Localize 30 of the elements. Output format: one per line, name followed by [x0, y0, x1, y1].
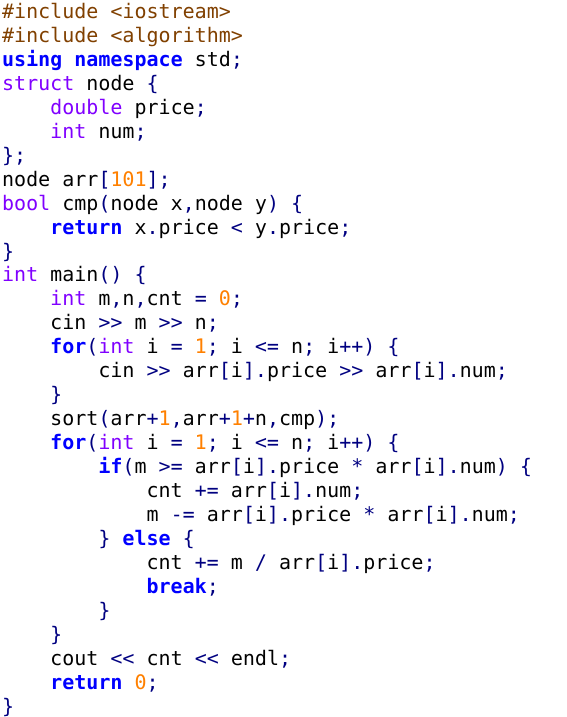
code-line: sort(arr+1,arr+1+n,cmp);: [50, 406, 340, 430]
code-line: }: [98, 598, 110, 622]
code-line: return 0;: [50, 670, 159, 694]
code-line: node arr[101];: [2, 166, 171, 191]
code-line: cin >> arr[i].price >> arr[i].num;: [98, 358, 508, 382]
code-line: if(m >= arr[i].price * arr[i].num) {: [98, 454, 532, 478]
code-line: m -= arr[i].price * arr[i].num;: [146, 502, 520, 526]
code-line: }: [50, 382, 62, 406]
code-line: bool cmp(node x,node y) {: [2, 190, 304, 215]
code-line: }: [2, 238, 14, 262]
code-line: cnt += arr[i].num;: [146, 478, 364, 502]
code-line: int num;: [50, 118, 146, 143]
code-line: }: [50, 622, 62, 646]
code-line: for(int i = 1; i <= n; i++) {: [50, 430, 400, 454]
code-line: return x.price < y.price;: [50, 214, 352, 239]
code-line: }: [2, 694, 14, 717]
code-line: int main() {: [2, 262, 147, 286]
code-line: double price;: [50, 94, 207, 119]
code-line: #include <iostream>: [2, 0, 231, 23]
code-line: break;: [146, 574, 219, 598]
code-line: };: [2, 142, 26, 167]
code-line: #include <algorithm>: [2, 22, 243, 47]
code-line: using namespace std;: [2, 46, 243, 71]
code-line: } else {: [98, 526, 195, 550]
code-line: for(int i = 1; i <= n; i++) {: [50, 334, 400, 358]
code-line: int m,n,cnt = 0;: [50, 286, 243, 310]
code-line: struct node {: [2, 70, 159, 95]
code-line: cin >> m >> n;: [50, 310, 219, 334]
code-line: cout << cnt << endl;: [50, 646, 292, 670]
code-line: cnt += m / arr[i].price;: [146, 550, 436, 574]
